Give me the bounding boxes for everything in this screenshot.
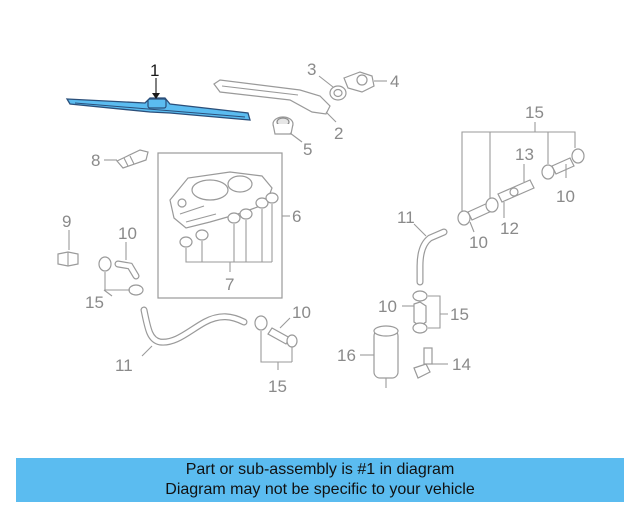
callout-15b: 15 bbox=[450, 305, 469, 324]
callout-7: 7 bbox=[225, 275, 234, 294]
hose-joint-part-10b bbox=[267, 327, 298, 348]
callout-1: 1 bbox=[150, 61, 159, 80]
washer-hose-part-11b bbox=[416, 228, 448, 286]
callout-2: 2 bbox=[334, 124, 343, 143]
callout-15c: 15 bbox=[268, 377, 287, 396]
leader-line-11a bbox=[141, 345, 153, 357]
connector-part-12 bbox=[497, 179, 535, 203]
callout-4: 4 bbox=[390, 72, 399, 91]
leader-line-10c bbox=[469, 221, 475, 233]
grommet-part-5 bbox=[272, 116, 294, 135]
callout-5: 5 bbox=[303, 140, 312, 159]
leader-line-15c bbox=[260, 331, 293, 370]
callout-12: 12 bbox=[500, 219, 519, 238]
bolt-part-9 bbox=[57, 251, 79, 267]
leader-arrow-1 bbox=[152, 93, 160, 99]
clamp-part-15a bbox=[98, 256, 112, 272]
callout-14: 14 bbox=[452, 355, 471, 374]
banner-line-1: Part or sub-assembly is #1 in diagram bbox=[185, 461, 455, 478]
leader-line-7 bbox=[185, 204, 273, 272]
callout-10c: 10 bbox=[469, 233, 488, 252]
callout-10d: 10 bbox=[556, 187, 575, 206]
wiper-arm-part-2 bbox=[213, 79, 331, 115]
check-valve-part-13 bbox=[541, 148, 585, 180]
callout-11b: 11 bbox=[397, 208, 415, 227]
cap-part-3 bbox=[329, 85, 347, 101]
callout-16: 16 bbox=[337, 346, 356, 365]
washer-pump-part-16 bbox=[373, 325, 399, 388]
elbow-part-14 bbox=[413, 347, 433, 379]
callout-13: 13 bbox=[515, 145, 534, 164]
nozzle-part-8 bbox=[116, 149, 149, 169]
leader-line-3 bbox=[318, 75, 334, 88]
pivot-cover-part-4 bbox=[343, 71, 375, 93]
pump-connector-part-10e bbox=[412, 290, 428, 334]
clamp-part-15b bbox=[128, 284, 144, 296]
check-valves-part-10c bbox=[457, 197, 499, 226]
callout-9: 9 bbox=[62, 212, 71, 231]
callout-10b: 10 bbox=[292, 303, 311, 322]
callout-15a: 15 bbox=[85, 293, 104, 312]
part-info-banner: Part or sub-assembly is #1 in diagram Di… bbox=[16, 458, 624, 502]
motor-assembly-frame bbox=[157, 152, 283, 299]
leader-line-2 bbox=[325, 111, 337, 123]
callout-11a: 11 bbox=[115, 356, 133, 375]
leader-line-15b bbox=[428, 295, 448, 329]
hose-connector-part-10a bbox=[114, 260, 140, 280]
leader-line-10b bbox=[279, 317, 291, 329]
motor-seals-part-7 bbox=[179, 192, 279, 248]
leader-line-15d bbox=[461, 122, 576, 212]
callout-10e: 10 bbox=[378, 297, 397, 316]
callout-10a: 10 bbox=[118, 224, 137, 243]
wiper-blade-part-1[interactable] bbox=[65, 97, 251, 121]
callout-6: 6 bbox=[292, 207, 301, 226]
callout-15d: 15 bbox=[525, 103, 544, 122]
leader-line-5 bbox=[289, 132, 303, 143]
washer-hose-part-11a bbox=[140, 306, 248, 346]
parts-diagram: 1 2 3 4 5 8 bbox=[57, 60, 585, 396]
callout-3: 3 bbox=[307, 60, 316, 79]
leader-line-11b bbox=[413, 223, 427, 237]
leader-line-15a bbox=[103, 272, 130, 297]
clamp-part-15c bbox=[254, 315, 268, 331]
banner-line-2: Diagram may not be specific to your vehi… bbox=[165, 481, 475, 498]
callout-8: 8 bbox=[91, 151, 100, 170]
